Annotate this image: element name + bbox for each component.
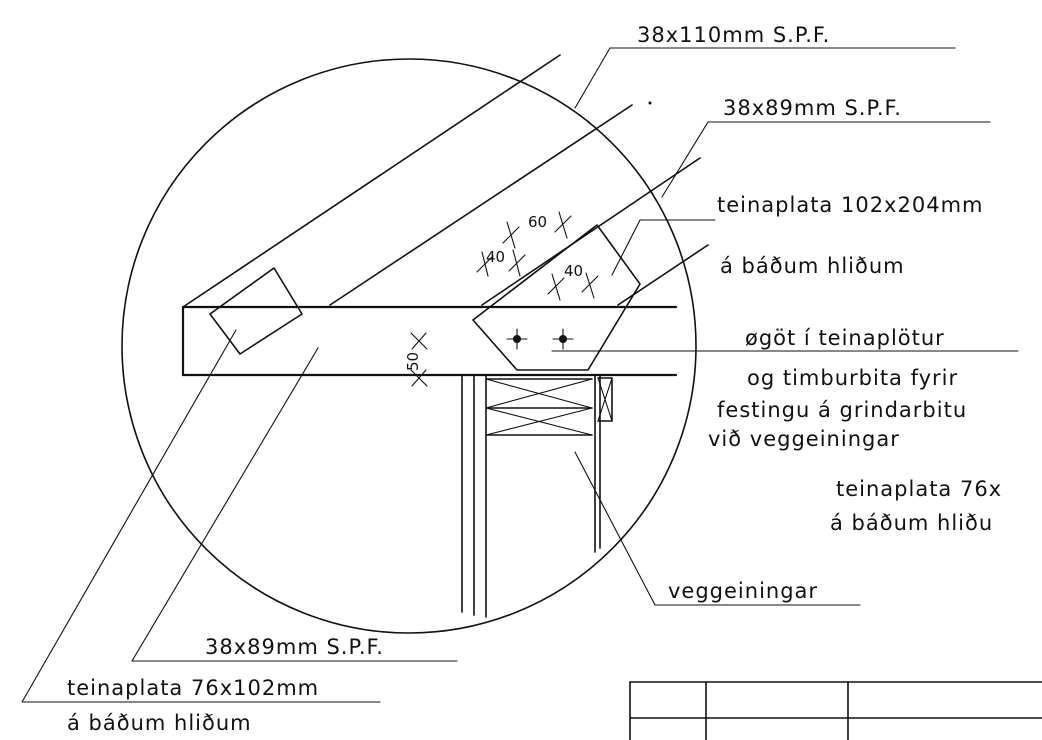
- dimension-ticks: [410, 211, 599, 387]
- label-bolt-line4: við veggeiningar: [708, 427, 900, 451]
- leader-lines: [21, 47, 1019, 703]
- label-plate-large-line1: teinaplata 102x204mm: [717, 193, 983, 217]
- dim-40-right: 40: [564, 262, 583, 280]
- tie-plate-large: [472, 224, 641, 371]
- title-block: [629, 681, 1042, 740]
- rafter-38x110: [182, 54, 561, 308]
- rafter-38x89: [481, 157, 701, 306]
- label-bolt-line3: festingu á grindarbitu: [717, 398, 967, 422]
- label-plate-76-right-line1: teinaplata 76x: [836, 477, 1002, 501]
- label-spf-38x89-bottom: 38x89mm S.P.F.: [205, 635, 384, 659]
- label-bolt-line2: og timburbita fyrir: [747, 366, 958, 390]
- dim-40-left: 40: [486, 248, 505, 266]
- label-spf-38x89-top: 38x89mm S.P.F.: [723, 96, 902, 120]
- label-bolt-line1: øgöt í teinaplötur: [745, 326, 945, 350]
- label-plate-76-left-line1: teinaplata 76x102mm: [67, 676, 319, 700]
- dim-60: 60: [528, 213, 547, 231]
- stray-dot: [648, 101, 652, 105]
- label-spf-38x110: 38x110mm S.P.F.: [637, 23, 830, 47]
- label-plate-76-left-line2: á báðum hliðum: [67, 711, 252, 735]
- dim-50: 50: [404, 352, 422, 371]
- tie-plate-small: [209, 267, 303, 355]
- label-plate-76-right-line2: á báðum hliðu: [830, 511, 993, 535]
- blocking: [485, 377, 613, 436]
- bolts: [506, 328, 574, 350]
- label-wall-units: veggeiningar: [668, 579, 818, 603]
- wall-studs: [461, 374, 601, 618]
- detail-circle: [121, 58, 697, 634]
- label-plate-large-line2: á báðum hliðum: [720, 254, 905, 278]
